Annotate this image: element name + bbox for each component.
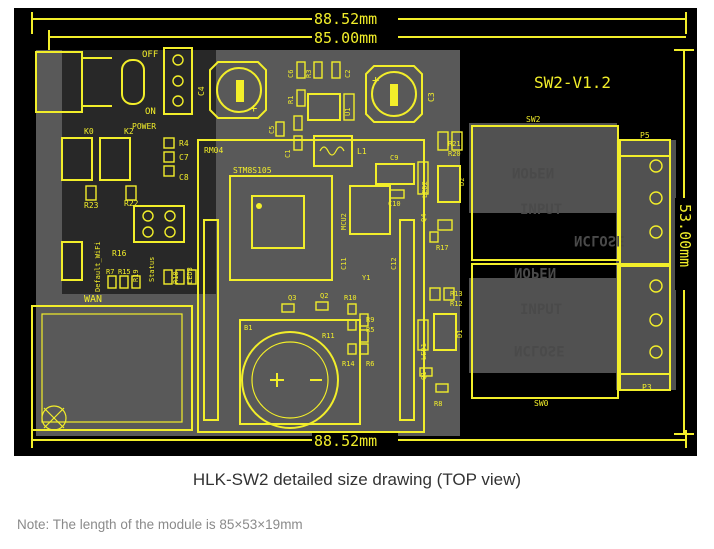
terminal-p5: [619, 139, 671, 265]
label-b1: B1: [244, 324, 252, 332]
dim-top-board: 85.00mm: [314, 29, 377, 47]
label-r23: R23: [84, 201, 99, 210]
label-c10: C10: [388, 200, 401, 208]
label-q2: Q2: [320, 292, 328, 300]
label-wan: WAN: [84, 294, 102, 305]
label-stm: STM8S105: [233, 166, 272, 175]
led1-area: [417, 287, 457, 393]
label-r14: R14: [342, 360, 355, 368]
label-r16: R16: [112, 249, 127, 258]
dim-right-height: 53.00mm: [676, 204, 694, 267]
label-r8: R8: [434, 400, 442, 408]
label-d1: D1: [456, 330, 464, 338]
left-components: [61, 137, 197, 289]
label-r12: R12: [450, 300, 463, 308]
relay-text-nclose-bottom: NCLOSE: [514, 342, 565, 358]
dim-top-overall: 88.52mm: [314, 10, 377, 28]
label-r15: R15: [118, 268, 131, 276]
capacitor-c4: +: [209, 61, 267, 119]
svg-text:+: +: [372, 73, 379, 87]
label-power: POWER: [132, 122, 156, 131]
label-c9: C9: [390, 154, 398, 162]
label-k0: K0: [84, 127, 94, 136]
relay-text-nclose-top: NCLOSE: [574, 232, 625, 248]
label-u1: U1: [344, 108, 352, 116]
label-r22: R22: [124, 199, 139, 208]
label-r17: R17: [436, 244, 449, 252]
dim-bottom-overall: 88.52mm: [314, 432, 377, 450]
label-r19: R19: [132, 269, 140, 282]
label-r11: R11: [322, 332, 335, 340]
label-on: ON: [145, 107, 156, 117]
module-rm04: [197, 139, 425, 433]
relay-sw2: [471, 125, 619, 261]
label-default-wifi: Default_WiFi: [94, 241, 102, 292]
label-rm04: RM04: [204, 146, 223, 155]
label-c11: C11: [340, 257, 348, 270]
label-q1: Q1: [420, 372, 428, 380]
label-r7: R7: [106, 268, 114, 276]
relay-sw0: [471, 263, 619, 399]
label-r9: R9: [366, 316, 374, 324]
led2-area: [375, 131, 463, 243]
label-q3: Q3: [288, 294, 296, 302]
label-r5: R5: [366, 326, 374, 334]
label-status: Status: [148, 257, 156, 282]
label-mcu2: MCU2: [340, 213, 348, 230]
label-led1: LED1: [420, 343, 428, 360]
label-y1: Y1: [362, 274, 370, 282]
relay-text-nopen-bottom: NOPEN: [514, 264, 556, 280]
label-c2: C2: [344, 70, 352, 78]
label-r6: R6: [366, 360, 374, 368]
label-r3: R3: [305, 70, 313, 78]
figure-caption: HLK-SW2 detailed size drawing (TOP view): [192, 470, 522, 489]
label-c5: C5: [268, 126, 276, 134]
terminal-p3: [619, 265, 671, 391]
label-c4: C4: [197, 86, 206, 96]
label-q4: Q4: [420, 214, 428, 222]
relay-text-input-top: INPUT: [520, 202, 562, 218]
label-r1: R1: [287, 96, 295, 104]
label-off: OFF: [142, 50, 158, 60]
power-jack: [35, 51, 145, 113]
svg-text:+: +: [250, 101, 257, 115]
label-r20: R20: [448, 150, 461, 158]
battery-b1: [239, 319, 361, 429]
capacitor-c3: +: [365, 65, 423, 123]
label-c1: C1: [284, 150, 292, 158]
power-switch: [163, 47, 193, 115]
label-led2: LED2: [421, 181, 429, 198]
label-sw0: SW0: [534, 399, 549, 408]
label-r4: R4: [179, 139, 189, 148]
relay-text-nopen-top: NOPEN: [512, 164, 554, 180]
label-r21: R21: [448, 140, 461, 148]
label-r13: R13: [450, 290, 463, 298]
label-c8: C8: [179, 173, 189, 182]
size-note: Note: The length of the module is 85×53×…: [17, 517, 303, 532]
label-c6: C6: [287, 70, 295, 78]
label-c12: C12: [390, 257, 398, 270]
label-sw2: SW2: [526, 115, 541, 124]
pcb-size-drawing: 88.52mm 85.00mm 88.52mm 53.00mm SW2-V1.2…: [14, 8, 697, 456]
label-p5: P5: [640, 131, 650, 140]
board-name: SW2-V1.2: [534, 73, 611, 92]
label-d2: D2: [458, 178, 466, 186]
label-c7: C7: [179, 153, 189, 162]
upper-smd-parts: [275, 61, 355, 167]
label-led3: LED3: [186, 267, 194, 284]
label-l1: L1: [357, 147, 367, 156]
label-c3: C3: [427, 92, 436, 102]
wan-port: [31, 305, 193, 431]
label-r18: R18: [172, 271, 180, 284]
label-r10: R10: [344, 294, 357, 302]
label-k2: K2: [124, 127, 134, 136]
label-p3: P3: [642, 383, 652, 392]
relay-text-input-bottom: INPUT: [520, 302, 562, 318]
